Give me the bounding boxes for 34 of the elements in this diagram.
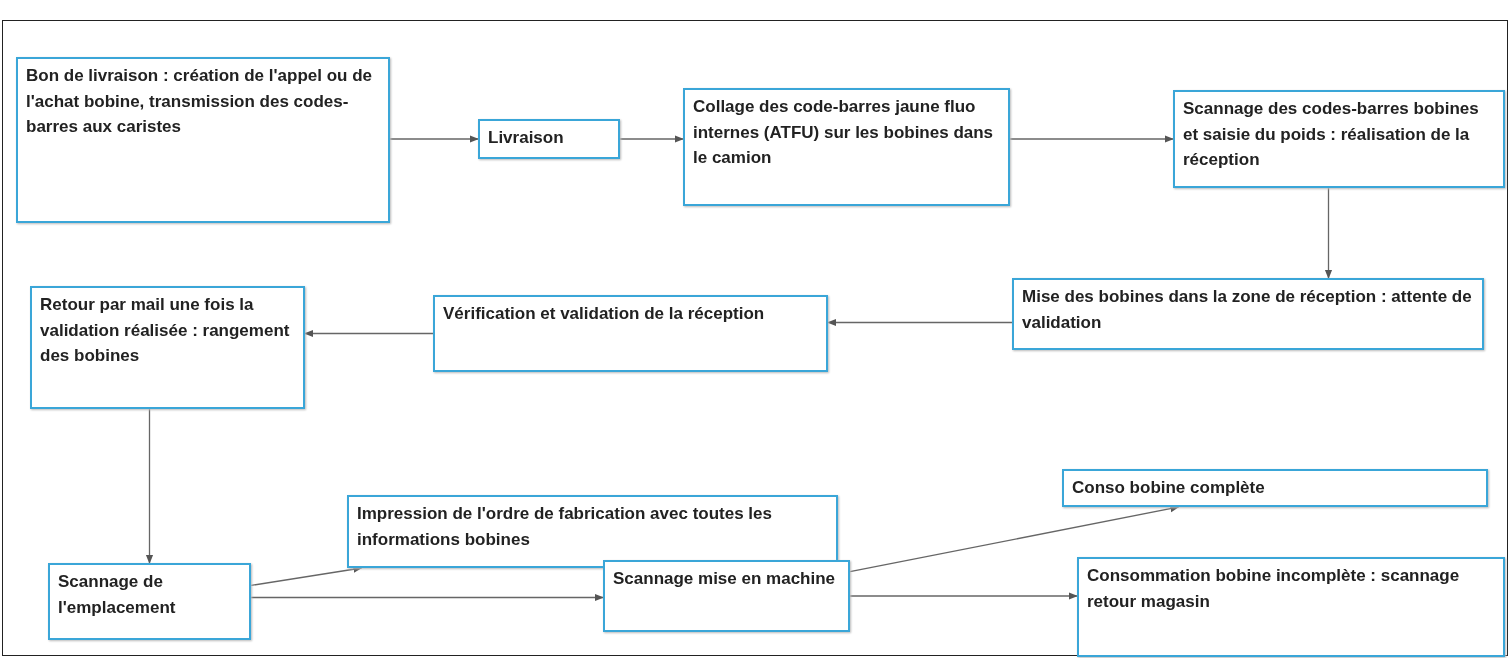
step-text: Vérification et validation de la réception [443, 303, 766, 325]
process-box [1173, 90, 1505, 188]
step-text: Livraison [488, 127, 565, 149]
step-text: Scannage mise en machine [613, 568, 837, 590]
step-text: Conso bobine complète [1072, 477, 1266, 499]
step-text: Collage des code-barres jaune fluo internes (ATFU) sur les bobines dans le camion [693, 96, 995, 169]
step-text: Scannage de l'emplacement [58, 571, 177, 619]
process-box [683, 88, 1010, 206]
process-box [1012, 278, 1484, 350]
arrow [145, 408, 154, 564]
step-text: Mise des bobines dans la zone de réception : attente de validation [1022, 286, 1473, 334]
arrow [849, 592, 1078, 600]
step-text: Impression de l'ordre de fabrication avec toutes les informations bobines [357, 503, 773, 551]
arrow [389, 135, 479, 143]
step-text: Consommation bobine incomplète : scannage retour magasin [1087, 565, 1461, 613]
step-text: Scannage des codes-barres bobines et saisie du poids : réalisation de la réception [1183, 98, 1480, 171]
step-text: Bon de livraison : création de l'appel ou de l'achat bobine, transmission des codes-barres aux caristes [26, 65, 373, 138]
arrow [250, 593, 604, 602]
process-box [347, 495, 838, 568]
process-box [1077, 557, 1505, 657]
arrow [849, 505, 1180, 573]
arrow [304, 329, 434, 338]
process-box [16, 57, 390, 223]
process-box [48, 563, 251, 640]
process-box [433, 295, 828, 372]
arrow [619, 135, 684, 143]
process-box [603, 560, 850, 632]
process-box [478, 119, 620, 159]
arrow [827, 318, 1013, 327]
arrow [1324, 187, 1333, 279]
step-text: Retour par mail une fois la validation réalisée : rangement des bobines [40, 294, 291, 367]
arrow [1009, 135, 1174, 143]
process-box [1062, 469, 1488, 507]
process-box [30, 286, 305, 409]
